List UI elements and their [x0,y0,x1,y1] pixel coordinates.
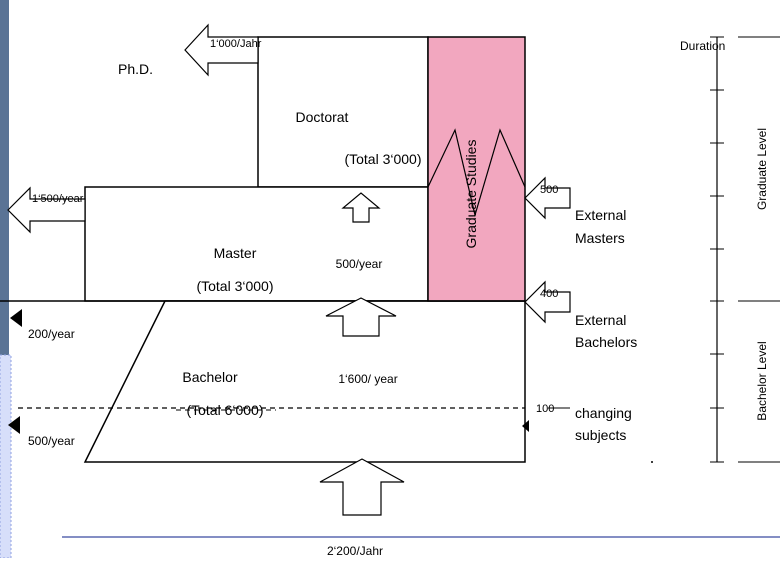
graduate-studies-label: Graduate Studies [463,140,479,249]
bachelor-to-master-rate: 1‘600/ year [338,372,397,386]
external-masters-count: 500 [540,184,558,196]
external-masters-label-1: External [575,207,626,223]
external-bachelors-label-1: External [575,312,626,328]
graduate-level-label: Graduate Level [755,128,769,210]
phd-exit-arrow [185,25,258,75]
duration-label: Duration [680,39,725,53]
master-total: (Total 3‘000) [196,278,273,294]
master-exit-rate: 1‘500/year [32,193,84,205]
doctorat-label: Doctorat [296,109,349,125]
external-bachelors-label-2: Bachelors [575,334,637,350]
changing-subjects-count: 100 [536,403,554,415]
changing-subjects-label-1: changing [575,405,632,421]
phd-rate: 1‘000/Jahr [210,38,262,50]
external-bachelors-count: 400 [540,288,558,300]
master-to-doctorat-rate: 500/year [336,257,383,271]
dot-marker [651,461,653,463]
left-dotted-strip [0,355,11,558]
external-masters-label-2: Masters [575,230,625,246]
bachelor-box [85,301,525,462]
bachelor-label: Bachelor [182,369,238,385]
phd-label: Ph.D. [118,61,153,77]
bachelor-exit-arrow-top [10,309,22,327]
bachelor-level-label: Bachelor Level [755,341,769,420]
intake-rate: 2‘200/Jahr [327,544,383,558]
master-label: Master [214,245,257,261]
bachelor-exit-rate-top: 200/year [28,327,75,341]
bachelor-exit-rate-bottom: 500/year [28,434,75,448]
intake-arrow [320,459,404,515]
doctorat-total: (Total 3‘000) [344,151,421,167]
changing-subjects-label-2: subjects [575,427,626,443]
